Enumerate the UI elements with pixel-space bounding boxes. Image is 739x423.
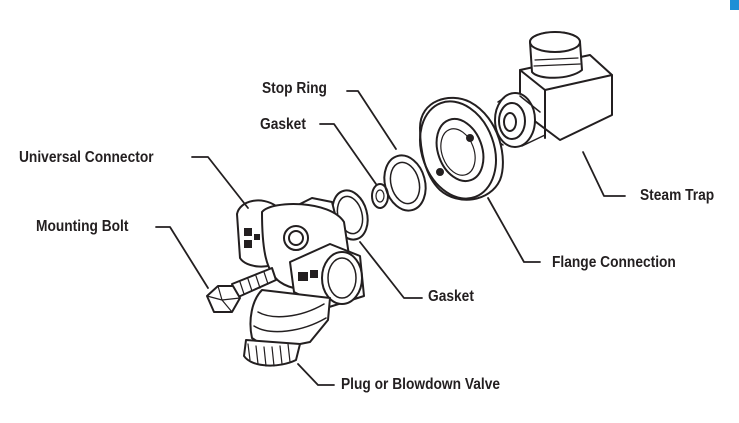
label-universal-connector: Universal Connector bbox=[19, 149, 154, 166]
leader-universal-connector bbox=[191, 156, 249, 209]
label-gasket-top: Gasket bbox=[260, 116, 306, 133]
corner-accent bbox=[730, 0, 739, 10]
label-plug-or-blowdown-valve: Plug or Blowdown Valve bbox=[341, 376, 501, 393]
leader-lines bbox=[155, 90, 626, 386]
leader-steam-trap bbox=[582, 151, 626, 197]
label-mounting-bolt: Mounting Bolt bbox=[36, 218, 129, 235]
flange-connection bbox=[419, 96, 504, 201]
label-stop-ring: Stop Ring bbox=[262, 80, 327, 97]
mounting-bolt bbox=[206, 267, 277, 313]
label-flange-connection: Flange Connection bbox=[552, 254, 676, 271]
steam-trap bbox=[494, 31, 613, 148]
universal-connector bbox=[236, 197, 365, 351]
leader-flange-connection bbox=[487, 197, 541, 263]
leader-gasket-top bbox=[319, 123, 377, 185]
label-gasket-bottom: Gasket bbox=[428, 288, 474, 305]
leader-stop-ring bbox=[346, 90, 397, 150]
plug-blowdown-valve bbox=[243, 339, 301, 367]
label-steam-trap: Steam Trap bbox=[640, 187, 715, 204]
leader-gasket-bottom bbox=[359, 241, 423, 299]
leader-mounting-bolt bbox=[155, 226, 209, 289]
small-gasket bbox=[371, 183, 389, 209]
leader-plug-blowdown-valve bbox=[297, 363, 335, 386]
